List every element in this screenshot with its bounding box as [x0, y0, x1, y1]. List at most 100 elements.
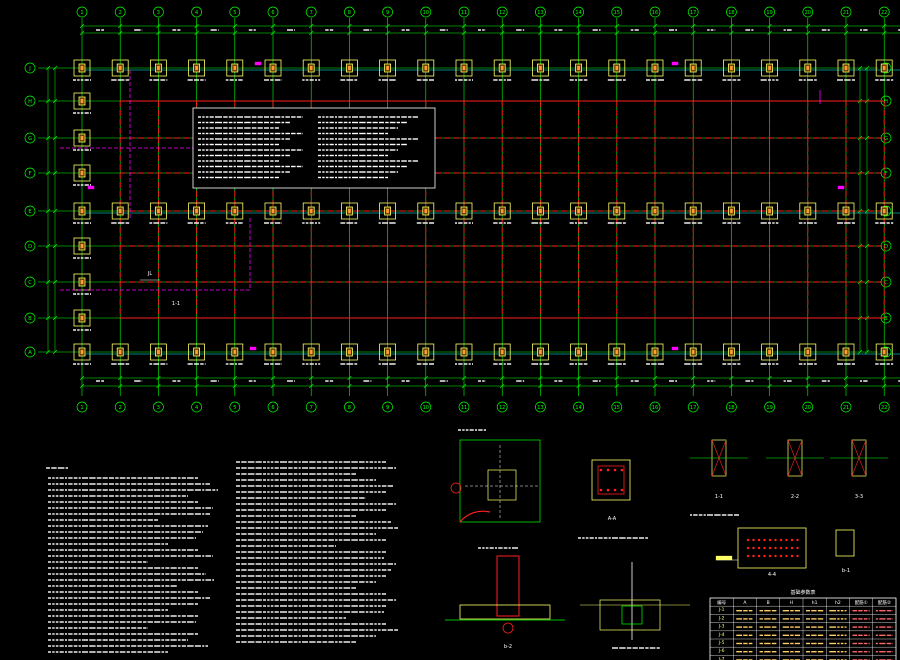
footing-outline [570, 343, 587, 361]
footing-outline [684, 59, 702, 77]
column-core [500, 349, 504, 355]
column-core [768, 349, 772, 355]
footing [225, 202, 244, 224]
axis-label-top: 19 [766, 10, 772, 16]
column-core [462, 349, 466, 355]
footing-outline [264, 202, 282, 220]
table-header: H [790, 600, 793, 606]
axis-bubble-top [229, 6, 241, 18]
column-core [195, 65, 198, 71]
dim-tick [423, 375, 429, 381]
axis-bubble-bottom [305, 401, 317, 413]
axis-label-bottom: 11 [461, 405, 467, 411]
dim-tick [117, 383, 123, 389]
table-cell: J-2 [718, 615, 725, 621]
axis-bubble-bottom [878, 401, 890, 413]
dim-tick [576, 383, 581, 389]
footing [340, 343, 358, 365]
dim-tick [423, 383, 429, 389]
axis-bubble-left [24, 167, 36, 179]
rebar-dot [620, 488, 624, 492]
footing-outline [149, 59, 167, 77]
column-core [653, 208, 657, 214]
column-core [539, 349, 542, 355]
rebar-dot [757, 546, 761, 550]
column-core [882, 65, 886, 71]
footing-outline [379, 343, 397, 361]
axis-label-right: H [884, 99, 888, 105]
table-cell: J-1 [718, 607, 725, 613]
footing-outline [646, 343, 664, 361]
axis-label-top: 11 [461, 10, 467, 16]
detail-label: A-A [608, 516, 617, 522]
table-header: h2 [835, 600, 841, 606]
dim-tick [45, 208, 51, 214]
column-core [424, 65, 428, 71]
column-core [844, 65, 848, 71]
column-core [80, 98, 84, 104]
dim-tick [79, 30, 85, 36]
axis-bubble-top [687, 6, 699, 18]
dim-tick [79, 383, 85, 389]
column-core [844, 349, 848, 355]
column-core [615, 349, 619, 355]
footing [73, 59, 91, 81]
table-title: 基础参数表 [790, 589, 815, 596]
dim-tick [461, 30, 467, 36]
axis-label-bottom: 19 [766, 405, 772, 411]
footing-outline [149, 343, 167, 361]
dim-tick [52, 279, 58, 285]
axis-label-top: 6 [271, 10, 274, 16]
footing [416, 59, 435, 81]
footing [264, 202, 282, 224]
axis-bubble-bottom [114, 401, 126, 413]
footing [760, 202, 779, 224]
detail-label: 1-1 [715, 494, 723, 500]
footing-base [459, 604, 551, 620]
footing-outline [73, 237, 91, 255]
detail-footing-plan [450, 429, 541, 549]
footing-outline [73, 59, 91, 77]
footing [378, 59, 397, 81]
dim-tick [864, 170, 870, 176]
footing-outline [73, 129, 91, 147]
footing [302, 202, 321, 224]
dim-tick [45, 170, 51, 176]
footing [493, 202, 512, 224]
beam-tag: JL [147, 271, 152, 277]
dim-tick [538, 383, 543, 389]
rebar-dot [752, 538, 755, 542]
notes-box [192, 107, 436, 189]
rebar-dot [790, 546, 794, 550]
footing-outline [111, 202, 129, 220]
axis-bubble-bottom [535, 401, 546, 413]
dim-tick [729, 383, 734, 389]
axis-label-top: 15 [614, 10, 620, 16]
footing [798, 343, 817, 365]
footing-outline [455, 343, 473, 361]
footing-outline [340, 202, 358, 220]
section-tag [837, 185, 845, 190]
dim-tick [729, 375, 734, 381]
footing [760, 59, 779, 81]
axis-label-left: E [28, 209, 31, 215]
footing [416, 202, 435, 224]
dim-tick [652, 383, 658, 389]
dim-tick [499, 383, 505, 389]
axis-bubble-bottom [229, 401, 241, 413]
footing [455, 202, 473, 224]
footing-outline [799, 202, 817, 220]
column-core [806, 208, 810, 214]
axis-bubble-bottom [496, 401, 508, 413]
axis-bubble-bottom [344, 401, 355, 413]
axis-label-top: 7 [310, 10, 313, 16]
axis-label-bottom: 20 [805, 405, 811, 411]
footing-outline [493, 202, 511, 220]
dim-tick [805, 30, 811, 36]
rebar-dot [606, 468, 610, 472]
column-core [271, 349, 275, 355]
footing [302, 343, 321, 365]
dim-tick [194, 30, 199, 36]
footing-outline [302, 343, 320, 361]
